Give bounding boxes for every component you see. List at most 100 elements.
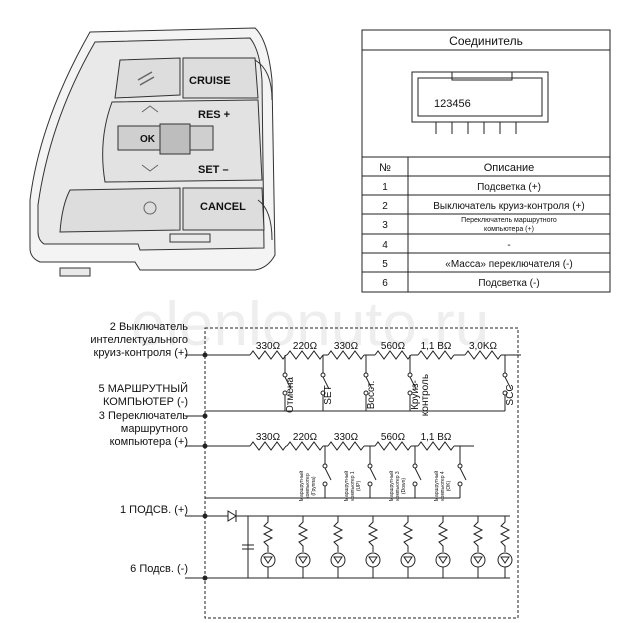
down-arrow-icon (141, 164, 159, 172)
trip-computer-icon (137, 71, 155, 86)
switch-label: SET (323, 385, 334, 404)
led-symbol (500, 556, 510, 564)
resistor-symbol (327, 350, 365, 360)
pin-no-6: 6 (382, 278, 388, 289)
led-body (470, 552, 486, 568)
led-body (260, 552, 276, 568)
resistor-value: 560Ω (381, 432, 406, 443)
switch-contact (412, 463, 418, 469)
res-button-label: RES + (198, 109, 230, 121)
resistor-symbol (374, 441, 412, 451)
led-resistor (402, 516, 414, 552)
resistor-value: 220Ω (293, 341, 318, 352)
switch-contact (407, 372, 413, 378)
switch-contact (320, 372, 326, 378)
switch-contact (363, 372, 369, 378)
switch-contact (412, 481, 418, 487)
switch-label: (Группа) (311, 476, 317, 496)
pin-no-2: 2 (382, 201, 388, 212)
label-pin2-line1: 2 Выключатель (110, 321, 188, 333)
switch-label: Отмена (285, 377, 296, 413)
pin-desc-3-line1: Переключатель маршрутного (461, 217, 557, 224)
resistor-symbol (286, 441, 324, 451)
led-resistor (499, 516, 511, 552)
set-button-label: SET – (198, 164, 229, 176)
switch-blade (414, 467, 422, 481)
led-body (365, 552, 381, 568)
switch-label: контроль (420, 374, 431, 416)
led-symbol (263, 556, 273, 564)
up-arrow-icon (141, 105, 159, 113)
pin-no-1: 1 (382, 182, 388, 193)
resistor-symbol (327, 441, 365, 451)
switch-blade (365, 376, 373, 390)
pin-desc-6: Подсветка (-) (478, 278, 539, 289)
label-pin5-line2: КОМПЬЮТЕР (-) (103, 396, 188, 408)
switch-blade (409, 376, 417, 390)
circuit-frame (185, 327, 519, 619)
led-resistor (297, 516, 309, 552)
resistor-symbol (464, 350, 502, 360)
switch-label: Маршрутный (388, 471, 395, 502)
diode-symbol (227, 510, 237, 522)
resistor-value: 330Ω (334, 341, 359, 352)
connector-pin-numbers: 123456 (434, 98, 471, 110)
switch-blade (324, 467, 332, 481)
label-pin2-line3: круиз-контроля (+) (94, 347, 189, 359)
switch-label: Маршрутный (343, 471, 350, 502)
label-pin5-line1: 5 МАРШРУТНЫЙ (99, 382, 188, 395)
connector-title: Соединитель (449, 34, 523, 48)
led-resistor (437, 516, 449, 552)
label-pin3-line2: маршрутного (121, 423, 188, 435)
pin-desc-2: Выключатель круиз-контроля (+) (433, 201, 584, 212)
resistor-symbol (249, 350, 287, 360)
led-symbol (333, 556, 343, 564)
label-pin1: 1 ПОДСВ. (+) (120, 504, 188, 516)
pin-table (361, 29, 611, 293)
led-body (400, 552, 416, 568)
resistor-value: 330Ω (256, 341, 281, 352)
resistor-value: 220Ω (293, 432, 318, 443)
label-pin2-line2: интеллектуального (90, 334, 188, 346)
led-resistor (367, 516, 379, 552)
led-body (330, 552, 346, 568)
pin-desc-5: «Масса» переключателя (-) (445, 259, 572, 270)
resistor-symbol (417, 350, 455, 360)
steering-switch-illustration (29, 27, 276, 277)
switch-contact (322, 481, 328, 487)
led-symbol (298, 556, 308, 564)
switch-label-group: CRUISE RES + OK SET – CANCEL (137, 71, 246, 215)
resistor-value: 1,1 ВΩ (421, 341, 452, 352)
led-symbol (438, 556, 448, 564)
switch-contact (367, 481, 373, 487)
switch-label: компьютер 3 (395, 471, 401, 501)
switch-label: Маршрутный (298, 471, 305, 502)
led-resistor (332, 516, 344, 552)
switch-label: (OK) (446, 480, 452, 491)
switch-blade (369, 467, 377, 481)
pin-table-header-desc: Описание (484, 162, 535, 174)
pin-table-header-no: № (379, 162, 391, 174)
cruise-button-label: CRUISE (189, 75, 231, 87)
pin-desc-1: Подсветка (+) (477, 182, 541, 193)
led-symbol (403, 556, 413, 564)
switch-label: Круиз- (410, 380, 421, 410)
watermark: elenlonuto.ru (131, 290, 490, 359)
pin-no-5: 5 (382, 259, 388, 270)
resistor-symbol (417, 441, 455, 451)
resistor-symbol (249, 441, 287, 451)
led-body (295, 552, 311, 568)
switch-label: Маршрутный (433, 471, 440, 502)
switch-label: компьютер 1 (350, 471, 356, 501)
switch-contact (457, 481, 463, 487)
switch-blade (504, 376, 512, 390)
led-resistor (472, 516, 484, 552)
ok-button-label: OK (140, 134, 156, 145)
led-body (497, 552, 513, 568)
switch-contact (457, 463, 463, 469)
label-pin3-line1: 3 Переключатель (99, 410, 188, 422)
switch-label: (UP) (356, 481, 362, 492)
